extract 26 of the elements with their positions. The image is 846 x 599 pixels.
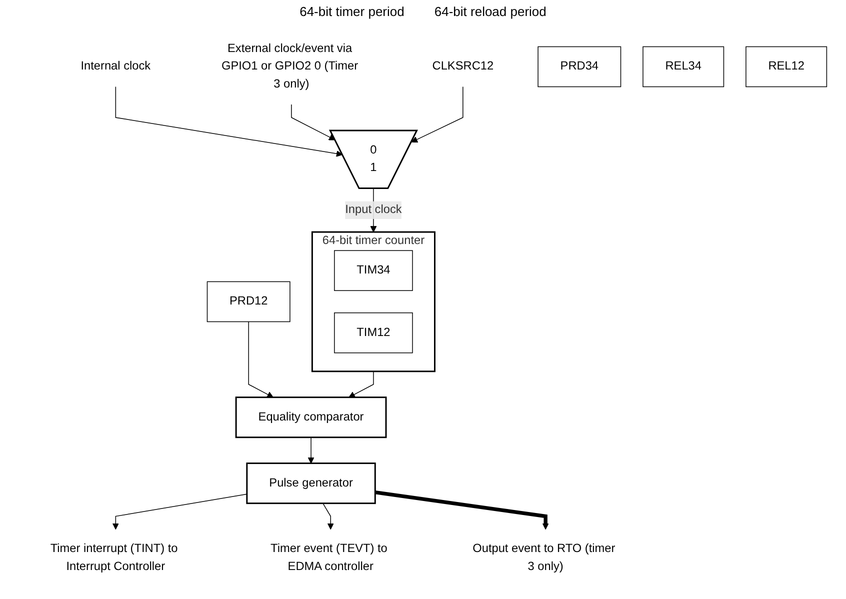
node-text: CLKSRC12: [432, 60, 494, 73]
node-text: Timer event (TEVT) to EDMA controller: [270, 542, 388, 573]
register-heading: 64-bit timer period: [300, 4, 404, 19]
node-box: PRD34: [538, 46, 622, 88]
arrow: [411, 86, 464, 143]
register-heading: 64-bit reload period: [434, 4, 546, 19]
arrow: [374, 490, 549, 530]
node-box: TIM34: [334, 250, 413, 291]
arrow: [291, 104, 336, 140]
node-text: External clock/event via GPIO1 or GPIO2 0 (Timer 3 only): [221, 42, 358, 90]
arrow: [308, 436, 314, 464]
node-text: Output event to RTO (timer 3 only): [472, 542, 616, 573]
node-box: PRD12: [206, 281, 290, 322]
arrow: [112, 494, 248, 530]
node-text: Internal clock: [80, 60, 151, 73]
arrow: [248, 321, 274, 398]
arrow: [115, 86, 343, 157]
node-box: REL34: [642, 46, 724, 88]
node-box: REL12: [746, 46, 828, 88]
node-box: Equality comparator: [235, 396, 387, 438]
edge-label: Input clock: [345, 203, 402, 216]
node-box: TIM12: [334, 312, 413, 354]
node-text: Timer interrupt (TINT) to Interrupt Controller: [50, 542, 178, 573]
node-box: Pulse generator: [246, 462, 376, 504]
arrow: [322, 502, 334, 530]
arrow: [348, 371, 374, 398]
